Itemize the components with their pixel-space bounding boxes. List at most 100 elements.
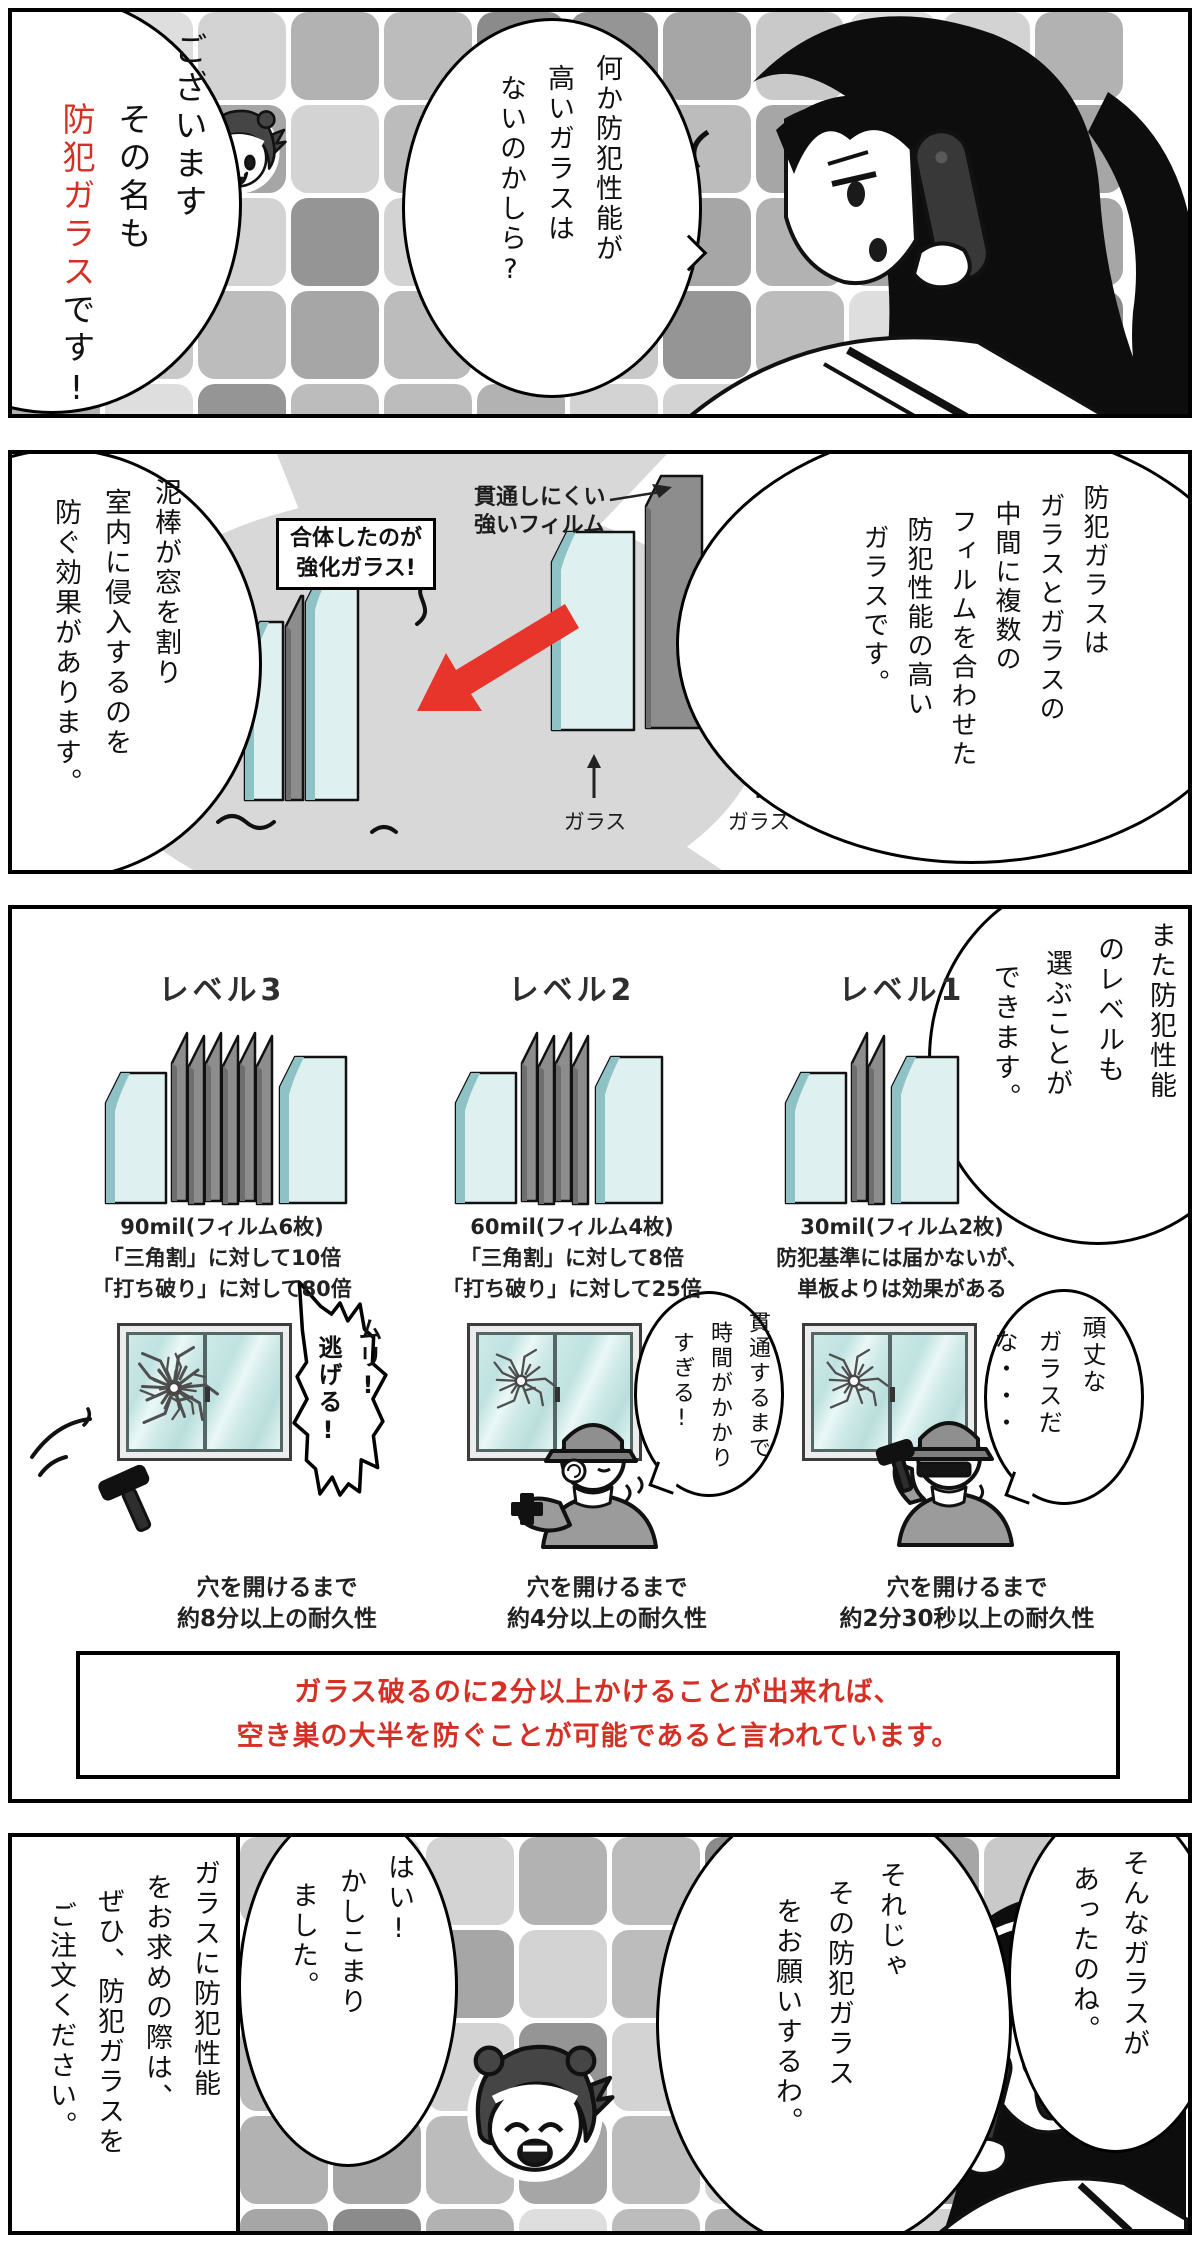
tile [663, 12, 751, 100]
merged-glass-callout: 合体したのが 強化ガラス! [276, 518, 436, 590]
level-column-1: レベル1 30mil(フィルム2枚) 防犯基準には届かないが、 単板よりは効果が… [727, 965, 1077, 1305]
glass-stack-diagram [104, 1031, 348, 1206]
text-line: 中間に複数の [991, 500, 1021, 674]
text-line: 高いガラスは [543, 64, 574, 244]
text-line: ムリ! [354, 1317, 382, 1402]
glass-crack-icon [826, 1348, 889, 1409]
window-handle [204, 1386, 210, 1402]
tile [198, 12, 286, 100]
tile [519, 2209, 607, 2231]
panel-2: 貫通しにくい 強いフィルム 合体したのが 強化ガラス! ガラス ガラス 防犯ガラ… [8, 450, 1192, 874]
spec-line: 「三角割」に対して10倍 [102, 1246, 342, 1270]
question-text: 何か防犯性能が 高いガラスは ないのかしら? [480, 54, 630, 394]
effect-text: 泥棒が窓を割り 室内に侵入するのを 防ぐ効果があります。 [30, 478, 190, 868]
text-line: ご注文ください。 [45, 1901, 76, 2141]
shout-bubble [292, 1280, 388, 1497]
spec-line: 60mil(フィルム4枚) [470, 1215, 674, 1239]
speech-bubble-clerk [238, 1837, 458, 2167]
clerk-text: はい! かしこまり ました。 [278, 1853, 422, 2163]
tile [240, 2209, 328, 2231]
tile [519, 1930, 607, 2018]
text-line: のレベルも [1093, 935, 1124, 1085]
explanation-text: 防犯ガラスは ガラスとガラスの 中間に複数の フィルムを合わせた 防犯性能の高い… [832, 484, 1116, 844]
window-handle [554, 1386, 560, 1402]
bounced-hammer-icon [98, 1464, 152, 1532]
tile [291, 12, 379, 100]
level-spec: 90mil(フィルム6枚) 「三角割」に対して10倍 「打ち破り」に対して80倍 [47, 1212, 397, 1305]
level-column-3: レベル3 90mil(フィルム6枚) 「三角割」に対して10倍 「打ち破り」に対… [47, 965, 397, 1305]
caption-line: 穴を開けるまで [196, 1575, 358, 1601]
window-pane [476, 1332, 556, 1452]
burglar2-text: 貫通するまで 時間がかかり すぎる! [658, 1311, 776, 1481]
motion-lines-icon [30, 1407, 92, 1477]
text-suffix: です! [57, 292, 96, 412]
text-line: かしこまり [335, 1867, 366, 2017]
shout-text: ムリ! 逃げる! [304, 1317, 388, 1487]
tile [291, 105, 379, 193]
window-level3 [117, 1323, 292, 1461]
speech-bubble-burglar1 [984, 1289, 1144, 1505]
text-line: その防犯ガラス [823, 1879, 854, 2089]
text-line: ガラスとガラスの [1035, 492, 1065, 724]
text-line: フィルムを合わせた [947, 508, 977, 769]
spec-line: 90mil(フィルム6枚) [120, 1215, 324, 1239]
text-line: 防犯ガラスです! [48, 102, 104, 412]
tile [291, 384, 379, 414]
text-line: ぜひ、防犯ガラスを [93, 1887, 124, 2157]
glass-crack-icon [137, 1346, 219, 1430]
answer-text: ございます その名も 防犯ガラスです! [36, 32, 216, 412]
durability-caption-3: 穴を開けるまで 約8分以上の耐久性 [107, 1573, 447, 1635]
customer2-text: それじゃ その防犯ガラス をお願いするわ。 [752, 1861, 916, 2221]
caption-line: 約8分以上の耐久性 [176, 1606, 377, 1632]
text-line: 逃げる! [314, 1335, 342, 1447]
text-line: 室内に侵入するのを [100, 488, 131, 758]
clerk-chibi-happy [467, 2044, 615, 2182]
side-note-text: ガラスに防犯性能 をお求めの際は、 ぜひ、防犯ガラスを ご注文ください。 [32, 1859, 228, 2229]
spec-line: 「三角割」に対して8倍 [460, 1246, 684, 1270]
text-line: ございます [169, 32, 208, 222]
notice-line: 空き巣の大半を防ぐことが可能であると言われています。 [236, 1721, 960, 1752]
glass-stack-diagram [454, 1031, 664, 1206]
tile [333, 2209, 421, 2231]
panel-4: ガラスに防犯性能 をお求めの際は、 ぜひ、防犯ガラスを ご注文ください。 [8, 1833, 1192, 2235]
burglar1-text: 頑丈な ガラスだな・・・ [990, 1315, 1114, 1495]
panel-1: 何か防犯性能が 高いガラスは ないのかしら? ございます その名も 防犯ガラスで… [8, 8, 1192, 418]
text-line: また防犯性能 [1145, 921, 1176, 1101]
panel-divider [236, 1837, 240, 2231]
spec-line: 「打ち破り」に対して25倍 [442, 1277, 702, 1301]
tile [384, 384, 472, 414]
tile [291, 198, 379, 286]
caption-line: 約4分以上の耐久性 [506, 1606, 707, 1632]
window-pane [126, 1332, 219, 1452]
burglar-inspecting [875, 1421, 1014, 1547]
text-line: その名も [113, 102, 152, 254]
text-line: ガラスだな・・・ [990, 1329, 1062, 1437]
notice-box: ガラス破るのに2分以上かけることが出来れば、 空き巣の大半を防ぐことが可能である… [76, 1651, 1120, 1779]
caption-line: 約2分30秒以上の耐久性 [839, 1606, 1095, 1632]
text-line: 合体したのが [289, 526, 422, 551]
window-level1 [802, 1323, 977, 1461]
text-line: そんなガラスが [1118, 1849, 1149, 2059]
durability-caption-1: 穴を開けるまで 約2分30秒以上の耐久性 [792, 1573, 1142, 1635]
text-line: はい! [383, 1853, 414, 1947]
level-name: レベル1 [838, 973, 966, 1008]
tile [291, 291, 379, 379]
customer1-text: そんなガラスが あったのね。 [1038, 1849, 1158, 2149]
text-line: ガラスです。 [859, 524, 889, 698]
text-line: 選ぶことが [1041, 949, 1072, 1099]
text-line: すぎる! [669, 1331, 694, 1434]
text-line: ガラスに防犯性能 [189, 1859, 220, 2099]
caption-line: 穴を開けるまで [526, 1575, 688, 1601]
caption-line: 穴を開けるまで [886, 1575, 1048, 1601]
text-line: 貫通するまで [745, 1311, 770, 1461]
levels-text: また防犯性能 のレベルも 選ぶことが できます。 [962, 921, 1186, 1251]
spec-line: 「打ち破り」に対して80倍 [92, 1277, 352, 1301]
speech-bubble-customer2 [656, 1837, 1012, 2231]
tile [426, 2209, 514, 2231]
panel-3: また防犯性能 のレベルも 選ぶことが できます。 レベル3 90mil(フィルム… [8, 905, 1192, 1803]
glass-label-right: ガラス [727, 810, 791, 834]
text-line: 何か防犯性能が [591, 54, 622, 264]
text-line: それじゃ [875, 1861, 906, 1981]
brand-name: 防犯ガラス [57, 102, 96, 292]
